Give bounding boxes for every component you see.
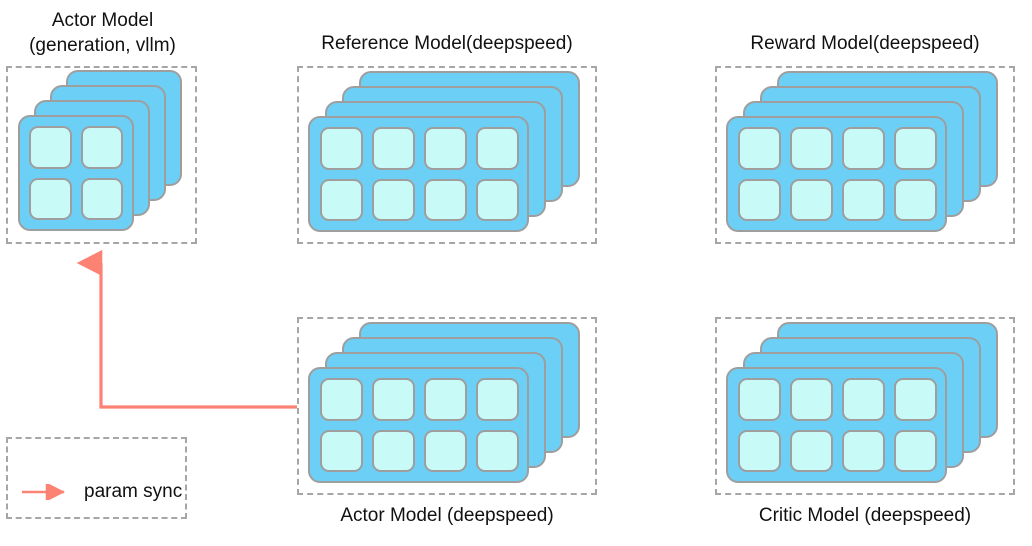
- group-title-reference: Reference Model(deepspeed): [321, 33, 573, 54]
- group-box-critic: [715, 317, 1015, 495]
- gpu-cell: [372, 178, 415, 221]
- group-box-actor-vllm: [6, 66, 197, 244]
- card-stack-actor-vllm: [8, 68, 195, 242]
- gpu-grid-actor-deepspeed: [320, 378, 519, 472]
- gpu-cell: [842, 378, 885, 421]
- param-sync-arrow-path: [76, 249, 297, 409]
- gpu-cell: [894, 429, 937, 472]
- gpu-cell: [476, 127, 519, 170]
- gpu-cell: [790, 178, 833, 221]
- gpu-cell: [372, 127, 415, 170]
- gpu-cell: [738, 378, 781, 421]
- gpu-cell: [320, 429, 363, 472]
- group-title-actor-deepspeed: Actor Model (deepspeed): [340, 505, 554, 526]
- gpu-cell: [29, 126, 72, 169]
- gpu-cell: [894, 178, 937, 221]
- gpu-cell: [842, 127, 885, 170]
- card-stack-reward: [717, 68, 1013, 242]
- gpu-cell: [424, 178, 467, 221]
- card-layer-1: [726, 116, 947, 232]
- legend-box: param sync: [6, 437, 187, 519]
- gpu-cell: [894, 127, 937, 170]
- gpu-cell: [476, 378, 519, 421]
- gpu-grid-reward: [738, 127, 937, 221]
- gpu-cell: [372, 378, 415, 421]
- gpu-cell: [790, 378, 833, 421]
- gpu-cell: [842, 429, 885, 472]
- gpu-cell: [894, 378, 937, 421]
- legend-entry-param-sync: param sync: [20, 481, 182, 503]
- legend-label-param-sync: param sync: [84, 481, 183, 502]
- gpu-cell: [320, 178, 363, 221]
- gpu-cell: [424, 429, 467, 472]
- gpu-cell: [738, 127, 781, 170]
- gpu-cell: [80, 177, 123, 220]
- card-layer-1: [726, 367, 947, 483]
- group-box-reward: [715, 66, 1015, 244]
- param-sync-arrow-icon: [22, 484, 65, 500]
- gpu-cell: [320, 378, 363, 421]
- card-stack-reference: [299, 68, 595, 242]
- gpu-cell: [476, 178, 519, 221]
- gpu-cell: [29, 177, 72, 220]
- card-layer-1: [308, 116, 529, 232]
- group-title-reward: Reward Model(deepspeed): [750, 33, 980, 54]
- group-title-critic: Critic Model (deepspeed): [758, 505, 972, 526]
- gpu-cell: [842, 178, 885, 221]
- group-title-actor-vllm: Actor Model (generation, vllm): [29, 10, 176, 56]
- gpu-cell: [738, 178, 781, 221]
- gpu-cell: [476, 429, 519, 472]
- gpu-cell: [424, 378, 467, 421]
- gpu-cell: [738, 429, 781, 472]
- gpu-cell: [80, 126, 123, 169]
- group-box-actor-deepspeed: [297, 317, 597, 495]
- gpu-grid-reference: [320, 127, 519, 221]
- gpu-cell: [790, 127, 833, 170]
- card-stack-actor-deepspeed: [299, 319, 595, 493]
- gpu-grid-actor-vllm: [29, 126, 123, 220]
- gpu-cell: [424, 127, 467, 170]
- card-stack-critic: [717, 319, 1013, 493]
- group-box-reference: [297, 66, 597, 244]
- gpu-grid-critic: [738, 378, 937, 472]
- card-layer-1: [18, 115, 134, 231]
- gpu-cell: [790, 429, 833, 472]
- gpu-cell: [320, 127, 363, 170]
- card-layer-1: [308, 367, 529, 483]
- gpu-cell: [372, 429, 415, 472]
